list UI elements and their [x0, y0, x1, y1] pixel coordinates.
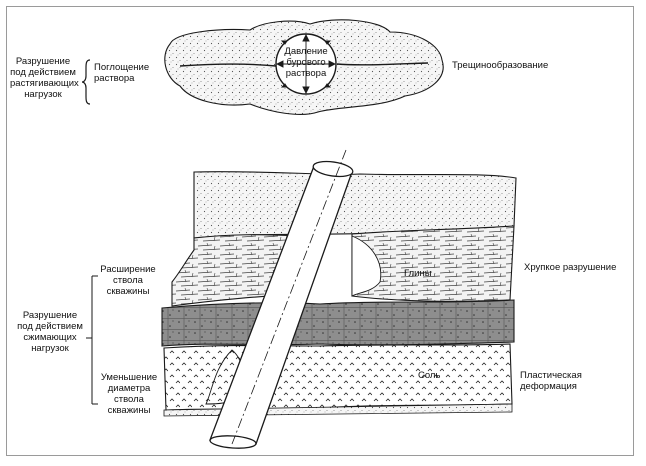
clay-cave-in	[351, 235, 382, 297]
pressure-arrows	[275, 33, 337, 95]
mud-loss-label: Поглощение раствора	[94, 62, 150, 84]
dark-layer	[161, 299, 515, 347]
curly-brace-icon	[81, 59, 91, 105]
fracture-line-left	[179, 63, 277, 67]
compression-bracket	[86, 275, 98, 405]
wellbore-pipe	[209, 149, 354, 449]
diameter-reduction-label: Уменьшение диаметра ствола скважины	[100, 372, 158, 416]
mud-pressure-label: Давление бурового раствора	[284, 46, 328, 79]
compression-failure-label: Разрушение под действием сжимающих нагру…	[17, 310, 83, 354]
strata-block	[161, 149, 517, 449]
plastic-deformation-label: Пластическая деформация	[520, 370, 582, 392]
fracture-line-right	[336, 62, 429, 66]
fracturing-label: Трещинообразование	[452, 60, 549, 71]
enlargement-label: Расширение ствола скважины	[100, 264, 156, 297]
wellbore-axis	[231, 149, 347, 445]
tension-failure-label: Разрушение под действием растягивающих н…	[10, 56, 79, 100]
salt-label: Соль	[418, 370, 441, 381]
brittle-failure-label: Хрупкое разрушение	[524, 262, 617, 273]
clays-label: Глины	[404, 268, 432, 279]
borehole-cross-section	[164, 19, 444, 115]
